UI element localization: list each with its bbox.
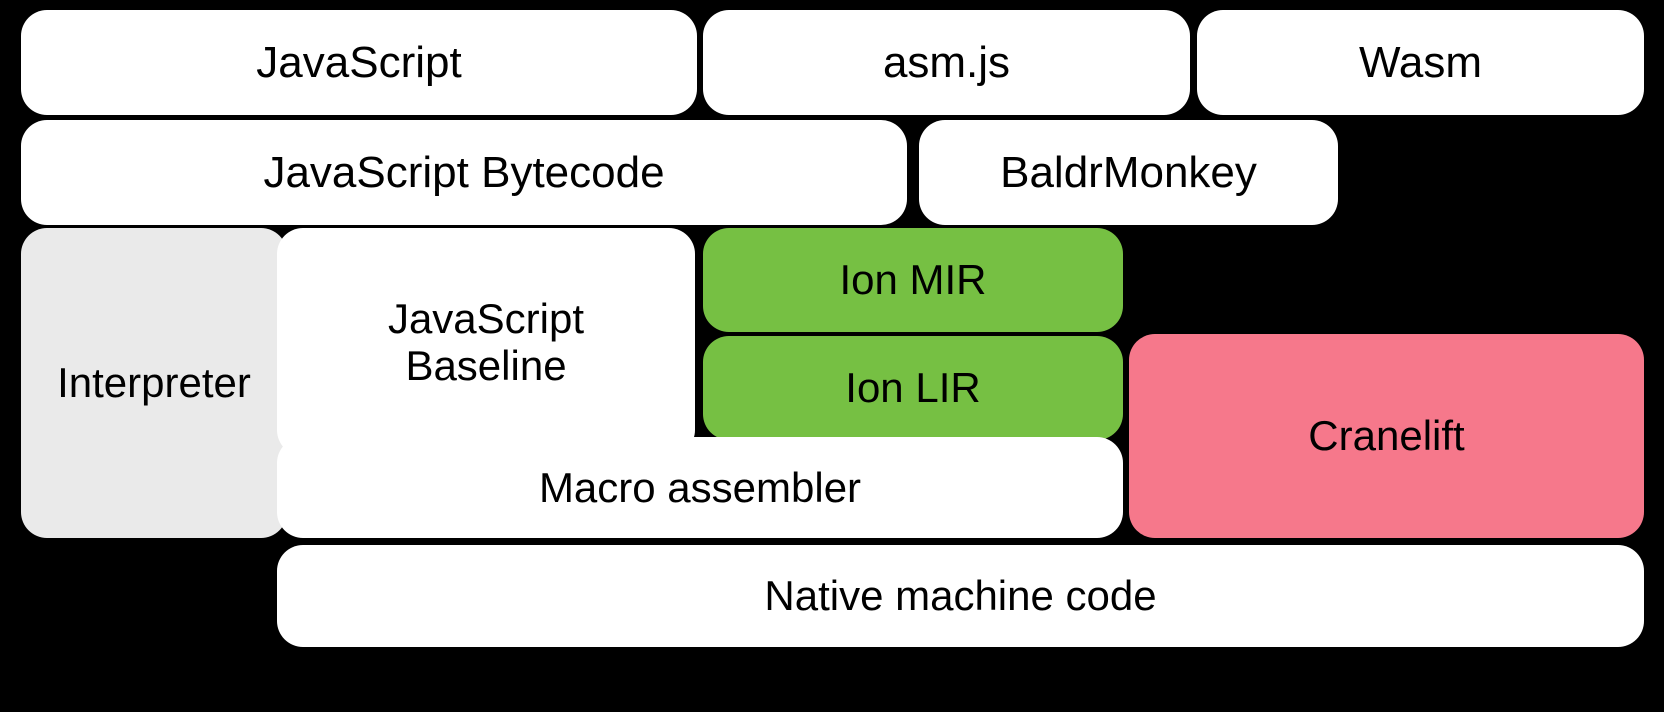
node-interpreter[interactable]: Interpreter <box>21 228 287 538</box>
node-baldrmonkey[interactable]: BaldrMonkey <box>919 120 1338 225</box>
node-native-machine-code[interactable]: Native machine code <box>277 545 1644 647</box>
node-macro-assembler[interactable]: Macro assembler <box>277 437 1123 538</box>
node-ion-mir[interactable]: Ion MIR <box>703 228 1123 332</box>
node-javascript-bytecode[interactable]: JavaScript Bytecode <box>21 120 907 225</box>
node-wasm[interactable]: Wasm <box>1197 10 1644 115</box>
node-ion-lir[interactable]: Ion LIR <box>703 336 1123 440</box>
node-javascript-baseline[interactable]: JavaScript Baseline <box>277 228 695 456</box>
node-cranelift[interactable]: Cranelift <box>1129 334 1644 538</box>
node-asmjs[interactable]: asm.js <box>703 10 1190 115</box>
node-javascript[interactable]: JavaScript <box>21 10 697 115</box>
